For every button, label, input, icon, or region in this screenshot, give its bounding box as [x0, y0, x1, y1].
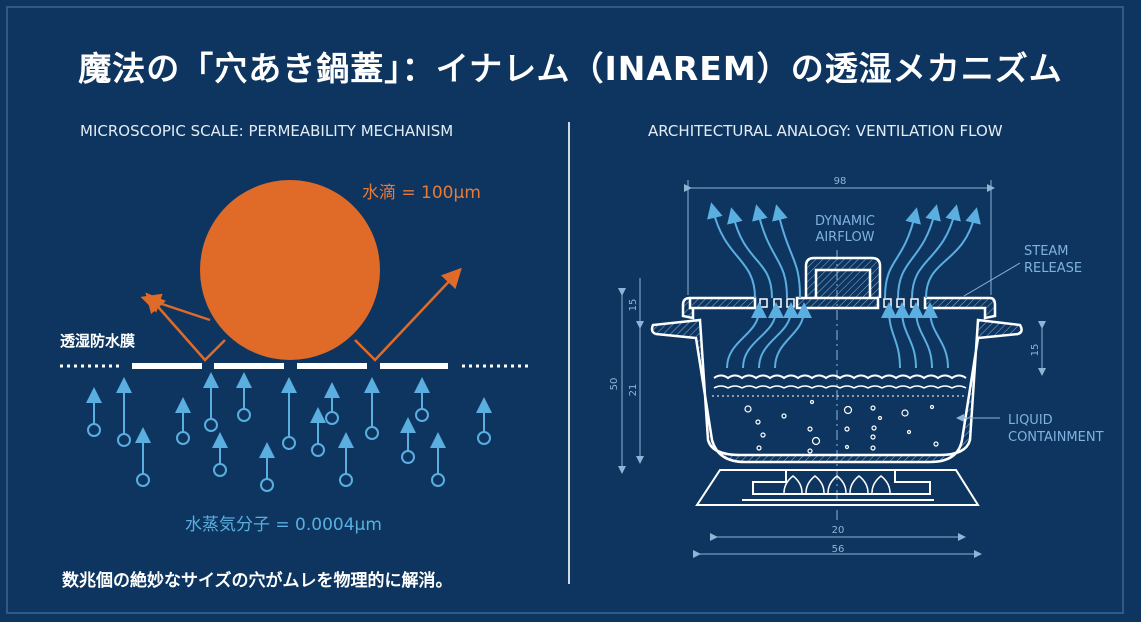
steam-arrow: [908, 302, 933, 369]
droplet-label: 水滴 = 100μm: [362, 183, 481, 203]
flames: [783, 475, 891, 494]
border-frame: [6, 6, 1124, 614]
steam-arrow: [911, 204, 961, 299]
vapor-molecule: [281, 377, 297, 450]
dim-21: 21: [628, 384, 639, 397]
steam-arrow: [884, 207, 921, 299]
bubble: [744, 405, 752, 413]
bubble: [807, 426, 813, 432]
steam-leader: [963, 262, 1021, 297]
vapor-molecule: [236, 372, 252, 422]
steam-arrow: [752, 204, 788, 299]
vapor-molecule: [414, 377, 430, 422]
dim-lid-15: 15: [628, 299, 639, 312]
steam-arrow: [881, 302, 901, 369]
vapor-molecule: [116, 377, 132, 447]
bubble: [844, 426, 850, 432]
membrane: [60, 363, 530, 369]
stove: [695, 469, 980, 506]
vapor-molecule: [203, 372, 219, 432]
page-title: 魔法の「穴あき鍋蓋」：イナレム（INAREM）の透湿メカニズム: [78, 49, 1063, 88]
steam-arrow: [894, 302, 917, 369]
microscopic-diagram: 水滴 = 100μm 透湿防水膜 水蒸気分子 = 0.0004μm: [60, 180, 530, 535]
bubble: [870, 434, 876, 440]
vapor-molecules: [86, 372, 492, 492]
panel-divider: [568, 122, 570, 584]
liquid-wave: [713, 385, 967, 389]
steam-arrow: [742, 302, 784, 369]
pot-diagram: 98 50 15 21 15 20 56: [609, 176, 1046, 558]
dim-98: 98: [834, 176, 847, 187]
bubble: [809, 399, 815, 405]
bubble: [933, 441, 939, 447]
bubble: [871, 425, 877, 431]
vapor-molecule: [324, 382, 340, 425]
bubble: [811, 436, 821, 446]
vapor-molecule: [364, 377, 380, 440]
vapor-molecule: [476, 397, 492, 445]
pot-body: [650, 318, 1023, 464]
vapor-molecule: [135, 427, 151, 487]
bubble: [844, 444, 850, 450]
steam-arrow: [727, 207, 773, 299]
lid-handle: [804, 256, 882, 298]
bubble: [807, 448, 813, 454]
vapor-molecule: [259, 442, 275, 492]
liquid-surface: [713, 374, 967, 380]
dim-20: 20: [832, 525, 845, 536]
steam-arrow: [774, 302, 812, 369]
vapor-molecule: [400, 417, 416, 464]
vapor-label: 水蒸気分子 = 0.0004μm: [185, 515, 382, 535]
lid: [681, 296, 997, 320]
steam-arrow: [922, 302, 949, 369]
membrane-label: 透湿防水膜: [60, 332, 135, 350]
steam-arrows: [707, 202, 981, 369]
vapor-molecule: [212, 432, 228, 477]
bubble: [870, 445, 876, 451]
vapor-molecule: [338, 432, 354, 487]
vapor-molecule: [175, 397, 191, 445]
caption: 数兆個の絶妙なサイズの穴がムレを物理的に解消。: [62, 571, 453, 591]
vapor-molecule: [430, 432, 446, 487]
water-droplet: [200, 180, 380, 360]
vapor-molecule: [86, 387, 102, 437]
steam-arrow: [707, 202, 756, 299]
bubble: [756, 445, 762, 451]
bubble: [870, 405, 876, 411]
dim-56: 56: [832, 544, 845, 555]
dimension-lines: 98 50 15 21 15 20 56: [609, 176, 1046, 558]
steam-arrow: [758, 302, 799, 369]
dim-handle-15: 15: [1030, 344, 1041, 357]
right-heading: ARCHITECTURAL ANALOGY: VENTILATION FLOW: [648, 122, 1003, 140]
bubble: [901, 409, 909, 417]
bubbles: [744, 399, 939, 454]
steam-arrow: [925, 207, 981, 299]
bubble: [781, 413, 787, 419]
bubble: [929, 404, 935, 410]
bubble: [906, 429, 912, 435]
bubble: [843, 405, 853, 415]
deflection-arrows: [140, 267, 462, 362]
bubble: [755, 419, 761, 425]
left-heading: MICROSCOPIC SCALE: PERMEABILITY MECHANIS…: [80, 122, 454, 140]
vapor-molecule: [310, 407, 326, 457]
bubble: [877, 415, 883, 421]
bubble: [760, 432, 766, 438]
steam-arrow: [772, 204, 801, 299]
dim-50: 50: [609, 378, 620, 391]
steam-arrow: [726, 302, 767, 369]
steam-arrow: [897, 204, 941, 299]
